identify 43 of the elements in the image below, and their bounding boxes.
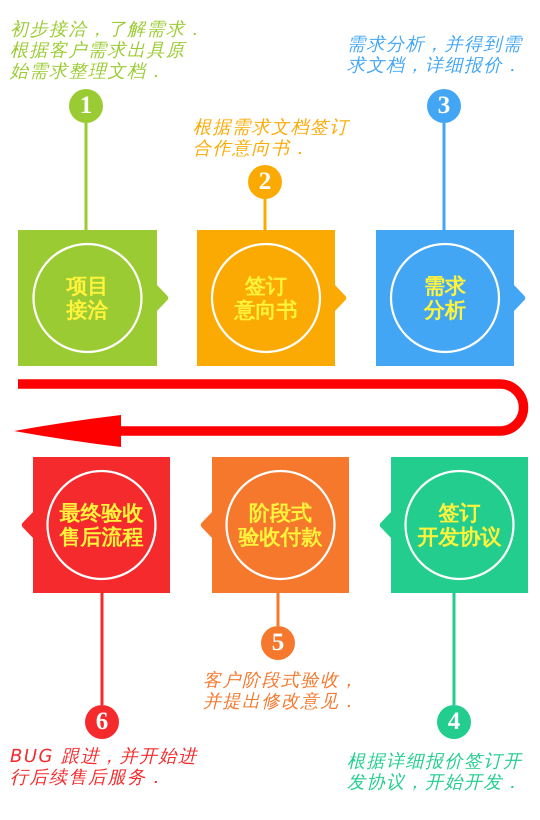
step-number: 3 <box>438 93 450 119</box>
step-box <box>197 230 347 366</box>
step-description: 根据需求文档签订合作意向书． <box>193 117 351 159</box>
step-number: 5 <box>272 630 284 656</box>
step-number-badge <box>437 705 471 739</box>
step-number: 6 <box>96 709 108 735</box>
step-number: 4 <box>448 709 460 735</box>
step-number-badge <box>261 626 295 660</box>
step-box <box>18 230 169 366</box>
step-title: 阶段式 <box>249 501 312 525</box>
step-title: 签订 <box>438 501 480 525</box>
step-number: 2 <box>258 169 272 195</box>
leader-line <box>276 593 280 626</box>
step-box <box>379 457 528 593</box>
step-number-badge <box>427 89 461 123</box>
step-title: 最终验收 <box>60 501 144 525</box>
leader-line <box>442 123 446 230</box>
step-number-badge <box>69 89 103 123</box>
step-description: 初步接洽，了解需求． <box>10 19 206 40</box>
step-title: 项目 <box>66 274 108 298</box>
step-number-badge <box>248 165 282 199</box>
step-box <box>200 457 349 593</box>
step-description: 客户阶段式验收，并提出修改意见． <box>203 670 360 712</box>
step-title: 分析 <box>424 298 466 322</box>
step-description: 根据详细报价签订开发协议，开始开发． <box>347 751 524 793</box>
leader-line <box>84 123 88 230</box>
leader-line <box>264 199 266 230</box>
step-number: 1 <box>80 93 92 119</box>
step-title: 意向书 <box>234 298 298 322</box>
step-title: 验收付款 <box>238 525 322 549</box>
step-description: 根据客户需求出具原始需求整理文档． <box>10 40 188 82</box>
step-title: 需求 <box>424 274 466 298</box>
step-number-badge <box>85 705 119 739</box>
step-title: 接洽 <box>66 298 108 322</box>
step-description: BUG 跟进，并开始进行后续售后服务． <box>10 746 199 788</box>
leader-line <box>452 593 456 705</box>
leader-line <box>100 593 104 705</box>
step-box <box>21 457 170 593</box>
step-description: 需求分析，并得到需求文档，详细报价． <box>347 34 524 76</box>
step-title: 开发协议 <box>418 525 502 549</box>
step-box <box>376 230 526 366</box>
step-title: 签订 <box>245 274 287 298</box>
step-title: 售后流程 <box>60 525 144 549</box>
